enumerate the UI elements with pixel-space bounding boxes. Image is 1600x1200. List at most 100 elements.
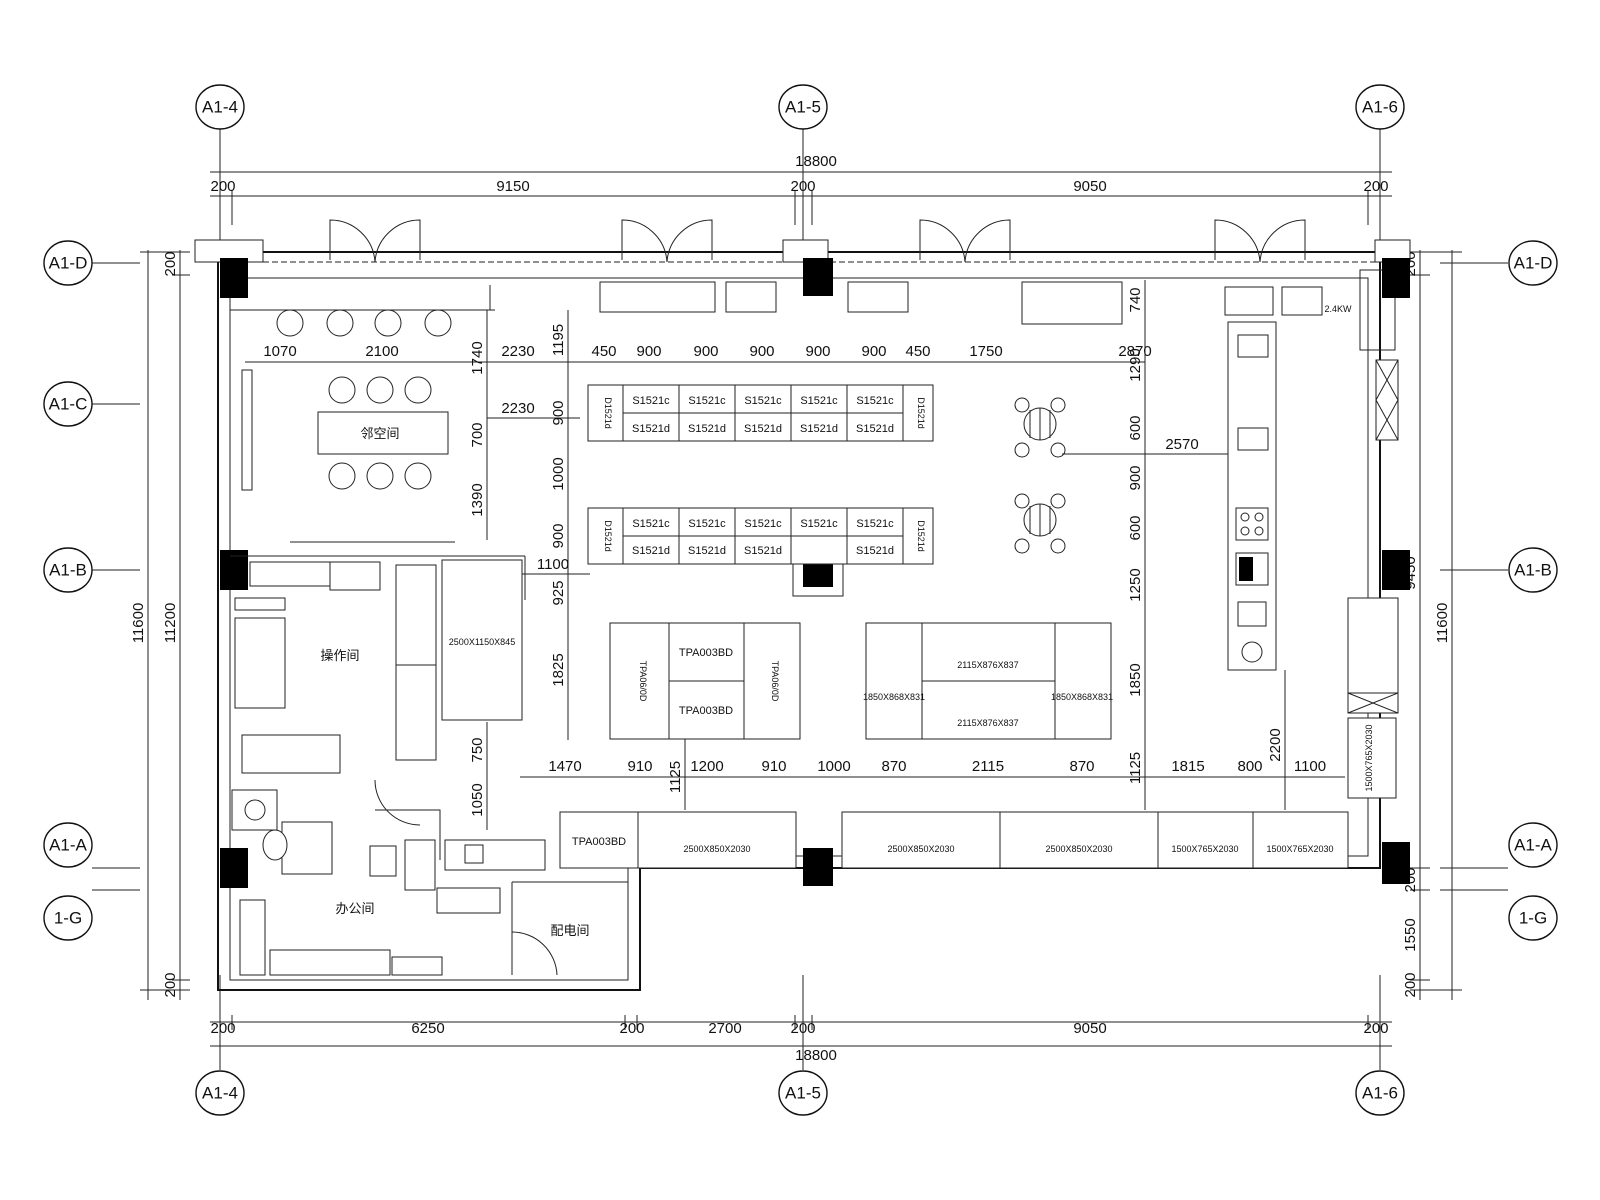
svg-text:2500X850X2030: 2500X850X2030 (1045, 844, 1112, 854)
svg-text:1825: 1825 (550, 653, 567, 686)
svg-text:2230: 2230 (501, 343, 534, 360)
svg-text:740: 740 (1127, 287, 1144, 312)
svg-text:配电间: 配电间 (550, 923, 589, 938)
grid-bubble: A1-B (43, 547, 93, 593)
svg-text:S1521c: S1521c (800, 395, 838, 407)
grid-bubbles-left: A1-D A1-C A1-B A1-A 1-G (43, 240, 140, 941)
svg-text:200: 200 (210, 1020, 235, 1037)
svg-text:S1521d: S1521d (688, 423, 726, 435)
svg-text:1250: 1250 (1127, 568, 1144, 601)
svg-text:910: 910 (761, 758, 786, 775)
grid-bubble: A1-B (1508, 547, 1558, 593)
svg-text:9050: 9050 (1073, 1020, 1106, 1037)
svg-text:700: 700 (469, 422, 486, 447)
svg-text:900: 900 (749, 343, 774, 360)
svg-text:2115X876X837: 2115X876X837 (957, 718, 1018, 728)
svg-text:S1521d: S1521d (632, 423, 670, 435)
dim-left: 11600 11200 200 200 (130, 250, 190, 1000)
svg-text:S1521d: S1521d (856, 545, 894, 557)
top-counters: 2.4KW (599, 281, 1352, 325)
reading-room-dims: 1070 2100 2230 1740 2230 700 1390 (245, 310, 580, 540)
svg-text:S1521c: S1521c (632, 518, 670, 530)
svg-text:2100: 2100 (365, 343, 398, 360)
svg-text:A1-A: A1-A (49, 835, 87, 854)
svg-text:TPA003BD: TPA003BD (572, 836, 626, 848)
grid-bubble: 1-G (1508, 895, 1558, 941)
svg-text:1050: 1050 (469, 783, 486, 816)
svg-text:1290: 1290 (1127, 348, 1144, 381)
svg-text:750: 750 (469, 737, 486, 762)
reading-room: 邻空间 (230, 285, 495, 543)
grid-bubble: A1-6 (1355, 84, 1405, 130)
svg-text:A1-4: A1-4 (202, 1083, 238, 1102)
grid-bubble: A1-5 (778, 1070, 828, 1116)
svg-text:S1521c: S1521c (688, 395, 726, 407)
svg-text:1850X868X831: 1850X868X831 (1051, 692, 1113, 702)
svg-text:A1-C: A1-C (49, 394, 88, 413)
svg-text:2700: 2700 (708, 1020, 741, 1037)
svg-text:办公间: 办公间 (335, 901, 374, 916)
svg-text:操作间: 操作间 (320, 648, 359, 663)
svg-text:1740: 1740 (469, 341, 486, 374)
grid-bubble: A1-6 (1355, 1070, 1405, 1116)
svg-text:TPA06/0D: TPA06/0D (770, 661, 780, 702)
svg-text:S1521d: S1521d (688, 545, 726, 557)
table-sets: 2570 (1014, 397, 1228, 554)
svg-text:S1521d: S1521d (856, 423, 894, 435)
svg-text:2500X1150X845: 2500X1150X845 (449, 637, 515, 647)
grid-bubble: A1-A (1508, 822, 1558, 868)
svg-text:900: 900 (550, 400, 567, 425)
svg-text:1850: 1850 (1127, 663, 1144, 696)
office: 办公间 配电间 (231, 789, 628, 976)
svg-text:450: 450 (905, 343, 930, 360)
svg-text:D1521d: D1521d (916, 520, 926, 552)
svg-text:S1521c: S1521c (856, 518, 894, 530)
svg-text:D1521d: D1521d (916, 397, 926, 429)
grid-bubbles-right: A1-D A1-B A1-A 1-G (1440, 240, 1558, 941)
svg-text:A1-6: A1-6 (1362, 1083, 1398, 1102)
svg-text:900: 900 (1127, 465, 1144, 490)
svg-text:2870: 2870 (1118, 343, 1151, 360)
svg-text:TPA06/0D: TPA06/0D (638, 661, 648, 702)
grid-bubble: A1-D (43, 240, 93, 286)
svg-text:S1521c: S1521c (800, 518, 838, 530)
svg-text:A1-D: A1-D (1514, 253, 1553, 272)
svg-text:2570: 2570 (1165, 436, 1198, 453)
grid-bubble: A1-A (43, 822, 93, 868)
entrance-doors (329, 219, 1306, 263)
svg-text:1550: 1550 (1402, 918, 1419, 951)
svg-text:1500X765X2030: 1500X765X2030 (1171, 844, 1238, 854)
svg-text:1125: 1125 (1127, 752, 1144, 784)
svg-text:2115: 2115 (972, 758, 1004, 775)
svg-text:1195: 1195 (550, 324, 567, 356)
svg-text:1-G: 1-G (1519, 908, 1547, 927)
svg-text:D1521d: D1521d (603, 520, 613, 552)
svg-text:18800: 18800 (795, 1047, 837, 1064)
svg-text:2115X876X837: 2115X876X837 (957, 660, 1018, 670)
svg-text:200: 200 (162, 251, 179, 276)
svg-text:1815: 1815 (1171, 758, 1204, 775)
svg-text:D1521d: D1521d (603, 397, 613, 429)
svg-text:1500X765X2030: 1500X765X2030 (1266, 844, 1333, 854)
svg-text:A1-D: A1-D (49, 253, 88, 272)
shelf-row-1: D1521d S1521c S1521c S1521c S1521c S1521… (587, 384, 934, 442)
island-right: 2115X876X837 2115X876X837 1850X868X831 1… (863, 622, 1113, 740)
grid-bubble: 1-G (43, 895, 93, 941)
svg-text:A1-4: A1-4 (202, 97, 238, 116)
svg-text:900: 900 (693, 343, 718, 360)
svg-text:2500X850X2030: 2500X850X2030 (683, 844, 750, 854)
svg-text:A1-B: A1-B (49, 560, 87, 579)
svg-text:S1521d: S1521d (800, 423, 838, 435)
svg-text:1500X765X2030: 1500X765X2030 (1364, 724, 1374, 791)
svg-text:邻空间: 邻空间 (360, 426, 399, 441)
operation-room: 操作间 2500X1150X845 750 1050 (230, 555, 526, 860)
dim-top: 18800 200 9150 200 9050 200 (210, 153, 1392, 225)
svg-text:900: 900 (861, 343, 886, 360)
svg-text:TPA003BD: TPA003BD (679, 705, 733, 717)
svg-text:S1521c: S1521c (744, 518, 782, 530)
svg-text:S1521c: S1521c (688, 518, 726, 530)
svg-text:1070: 1070 (263, 343, 296, 360)
svg-text:1850X868X831: 1850X868X831 (863, 692, 925, 702)
shelf-row-2: D1521d S1521c S1521c S1521c S1521c S1521… (587, 507, 934, 565)
